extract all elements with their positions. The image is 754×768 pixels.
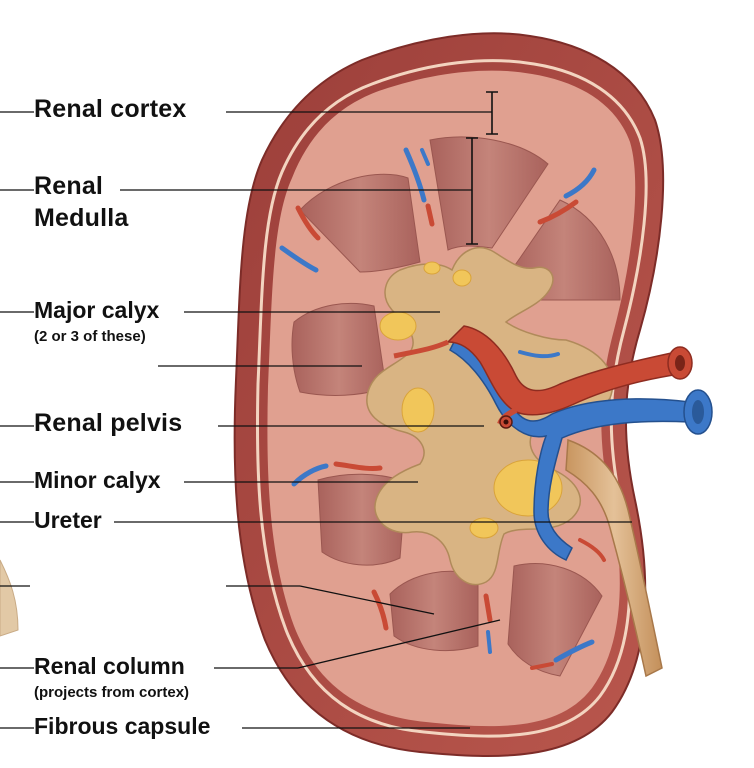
measurement-brackets xyxy=(466,91,498,245)
label-ureter: Ureter xyxy=(34,507,102,533)
capsule-inner-line xyxy=(255,59,648,738)
label-renal-medulla-line2: Medulla xyxy=(34,204,129,232)
renal-vein xyxy=(449,337,713,561)
label-major-calyx: Major calyx xyxy=(34,297,160,323)
renal-artery xyxy=(393,325,693,429)
label-renal-pelvis: Renal pelvis xyxy=(34,409,183,437)
label-renal-medulla-line1: Renal xyxy=(34,172,104,200)
left-edge-shape xyxy=(0,559,19,637)
leader-lines xyxy=(0,111,632,729)
ureter-shape xyxy=(565,438,663,678)
label-renal-cortex: Renal cortex xyxy=(34,95,187,123)
label-major-calyx-note: (2 or 3 of these) xyxy=(34,328,146,345)
label-minor-calyx: Minor calyx xyxy=(34,467,161,493)
label-renal-column: Renal column xyxy=(34,653,185,679)
label-fibrous-capsule: Fibrous capsule xyxy=(34,713,211,739)
label-renal-column-note: (projects from cortex) xyxy=(34,684,190,701)
